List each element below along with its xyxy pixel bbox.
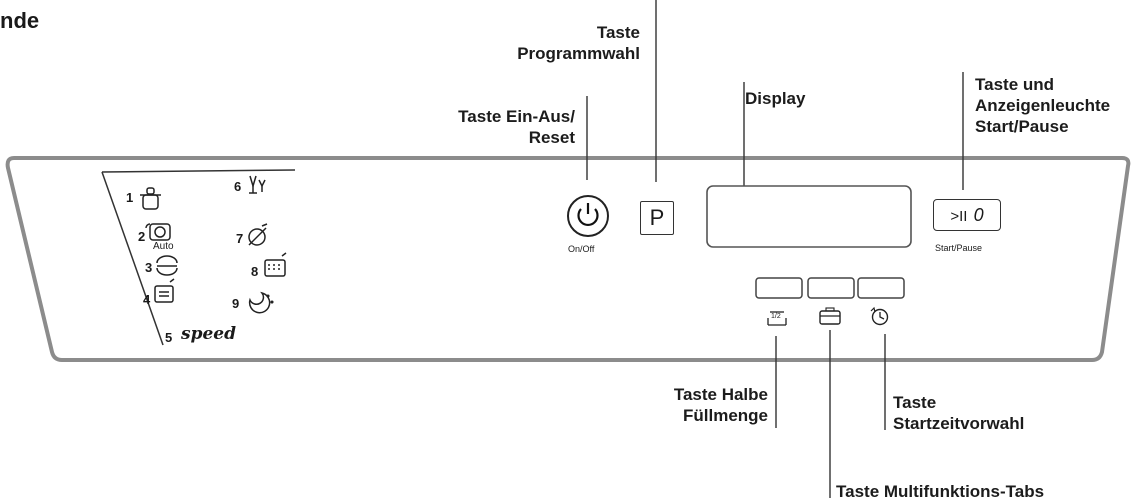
- program-2-sub: Auto: [153, 241, 174, 252]
- start-pause-button: >II 0: [933, 199, 1001, 231]
- multitab-key: [807, 277, 855, 299]
- rapid-icon: [248, 223, 268, 246]
- callout-multifunktions-tabs: Taste Multifunktions-Tabs: [836, 482, 1045, 501]
- multitab-icon: [819, 307, 841, 325]
- daily-icon: [154, 278, 175, 303]
- callout-start-pause: Taste und Anzeigenleuchte Start/Pause: [975, 75, 1111, 136]
- page-heading: nde: [0, 8, 40, 33]
- callout-taste-ein-aus: Taste Ein-Aus/ Reset: [458, 107, 575, 147]
- power-button-ring: [567, 195, 609, 237]
- program-9-number: 9: [232, 296, 240, 311]
- program-2-number: 2: [138, 229, 146, 244]
- program-5-number: 5: [165, 330, 173, 345]
- pot-icon: [140, 187, 161, 210]
- clock-icon: [870, 306, 889, 326]
- eco-icon: [156, 255, 178, 276]
- half-load-icon-text: 1/2: [771, 313, 781, 320]
- power-icon: [577, 208, 599, 227]
- auto-icon: [145, 223, 171, 241]
- program-button: P: [640, 201, 674, 235]
- program-1-number: 1: [126, 190, 134, 205]
- callout-taste-programmwahl: Taste Programmwahl: [517, 23, 640, 63]
- start-pause-label: Start/Pause: [935, 243, 983, 253]
- glass-icon: [249, 175, 266, 194]
- program-icons: [140, 175, 287, 314]
- program-4-number: 4: [143, 292, 151, 307]
- display-window: [706, 185, 912, 248]
- program-3-number: 3: [145, 260, 153, 275]
- callout-startzeitvorwahl: Taste Startzeitvorwahl: [893, 393, 1025, 433]
- half-load-icon: [767, 311, 787, 326]
- callout-halbe-fuellmenge: Taste Halbe Füllmenge: [673, 385, 768, 425]
- program-8-number: 8: [251, 264, 259, 279]
- speed-label: speed: [181, 324, 236, 344]
- start-pause-digit: 0: [973, 205, 984, 225]
- start-pause-symbol: >II: [950, 208, 968, 225]
- program-7-number: 7: [236, 231, 244, 246]
- delay-start-key: [857, 277, 905, 299]
- half-load-key: [755, 277, 803, 299]
- program-6-number: 6: [234, 179, 242, 194]
- prewash-icon: [264, 252, 287, 277]
- night-icon: [248, 291, 274, 314]
- power-label: On/Off: [568, 244, 595, 254]
- callout-display: Display: [745, 89, 806, 108]
- program-area-top-line: [101, 169, 296, 173]
- program-area-side-line: [101, 171, 164, 346]
